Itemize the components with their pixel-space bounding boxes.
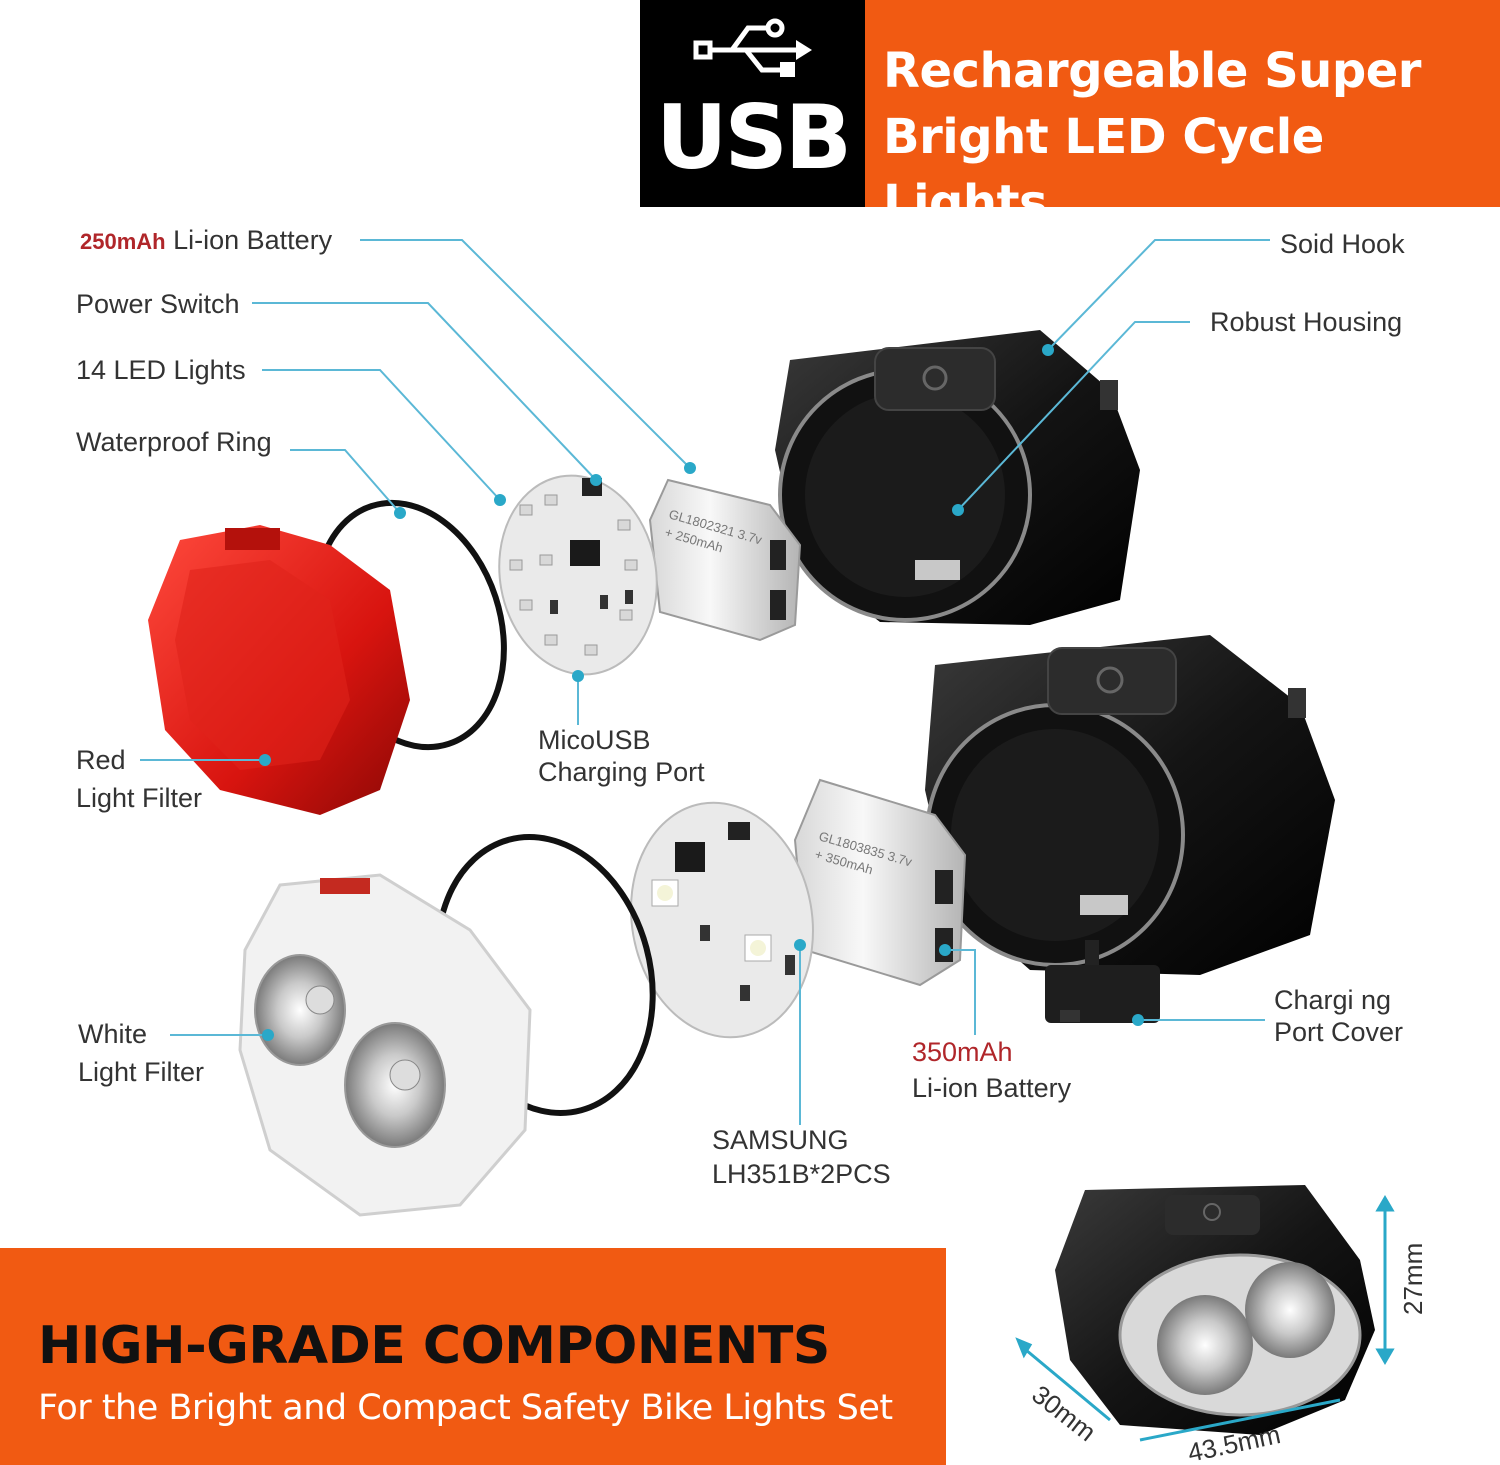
micro-usb-line-2: Charging Port [538,757,705,787]
rear-pcb [498,474,658,676]
samsung-line-1: SAMSUNG [712,1125,849,1155]
bottom-title: HIGH-GRADE COMPONENTS [38,1316,830,1376]
front-pcb [630,801,814,1039]
charging-cover-line-2: Port Cover [1274,1017,1404,1047]
usb-badge: USB [640,0,865,207]
dimension-depth: 30mm [1026,1379,1101,1447]
battery-250: GL1802321 3.7v + 250mAh [648,478,802,642]
bottom-banner: HIGH-GRADE COMPONENTS For the Bright and… [0,1248,946,1465]
usb-label: USB [656,86,852,189]
callout-micro-usb: MicoUSB Charging Port [538,724,705,788]
battery-350-label: Li-ion Battery [912,1073,1072,1103]
rear-housing [775,330,1140,625]
white-filter-line-2: Light Filter [78,1057,205,1087]
samsung-line-2: LH351B*2PCS [712,1159,891,1189]
headline-banner: Rechargeable Super Bright LED Cycle Ligh… [865,0,1500,231]
dimension-lines [1015,1195,1395,1442]
callout-charging-port-cover: Chargi ng Port Cover [1274,984,1403,1048]
callout-waterproof-ring: Waterproof Ring [76,427,272,457]
callout-white-filter: White Light Filter [78,1018,204,1088]
charging-cover-line-1: Chargi ng [1274,985,1392,1015]
battery-250-label: Li-ion Battery [173,225,333,255]
rear-power-button [874,347,996,411]
white-filter-line-1: White [78,1019,148,1049]
headline-line-1: Rechargeable Super [883,43,1421,99]
red-filter-line-1: Red [76,745,126,775]
callout-robust-housing: Robust Housing [1210,307,1403,337]
battery-350: GL1803835 3.7v + 350mAh [793,778,967,987]
charging-port-cover [1045,940,1160,1023]
battery-250-capacity: 250mAh [80,229,166,254]
callout-power-switch: Power Switch [76,289,240,319]
white-light-filter [238,873,532,1217]
front-power-button [1047,647,1177,715]
callout-solid-hook: Soid Hook [1280,229,1405,259]
red-filter-line-2: Light Filter [76,783,203,813]
headline-line-2: Bright LED Cycle Lights [883,109,1324,231]
leader-lines [140,239,1270,1125]
leader-dots [259,344,1144,1041]
power-icon [922,365,948,391]
power-icon [1096,666,1124,694]
callout-red-filter: Red Light Filter [76,744,202,814]
callout-led-lights: 14 LED Lights [76,355,246,385]
callout-battery-250: 250mAh Li-ion Battery [80,224,332,258]
headline: Rechargeable Super Bright LED Cycle Ligh… [883,38,1500,236]
red-light-filter [148,525,410,815]
callout-battery-350: 350mAh Li-ion Battery [912,1036,1071,1104]
power-icon [1203,1203,1221,1221]
battery-350-capacity: 350mAh [912,1037,1013,1067]
usb-icon [693,18,812,77]
micro-usb-line-1: MicoUSB [538,725,651,755]
bottom-subtitle: For the Bright and Compact Safety Bike L… [38,1388,893,1428]
assembled-light [1055,1185,1375,1435]
callout-samsung-led: SAMSUNG LH351B*2PCS [712,1124,891,1190]
front-housing [925,635,1335,975]
dimension-height: 27mm [1398,1243,1428,1315]
